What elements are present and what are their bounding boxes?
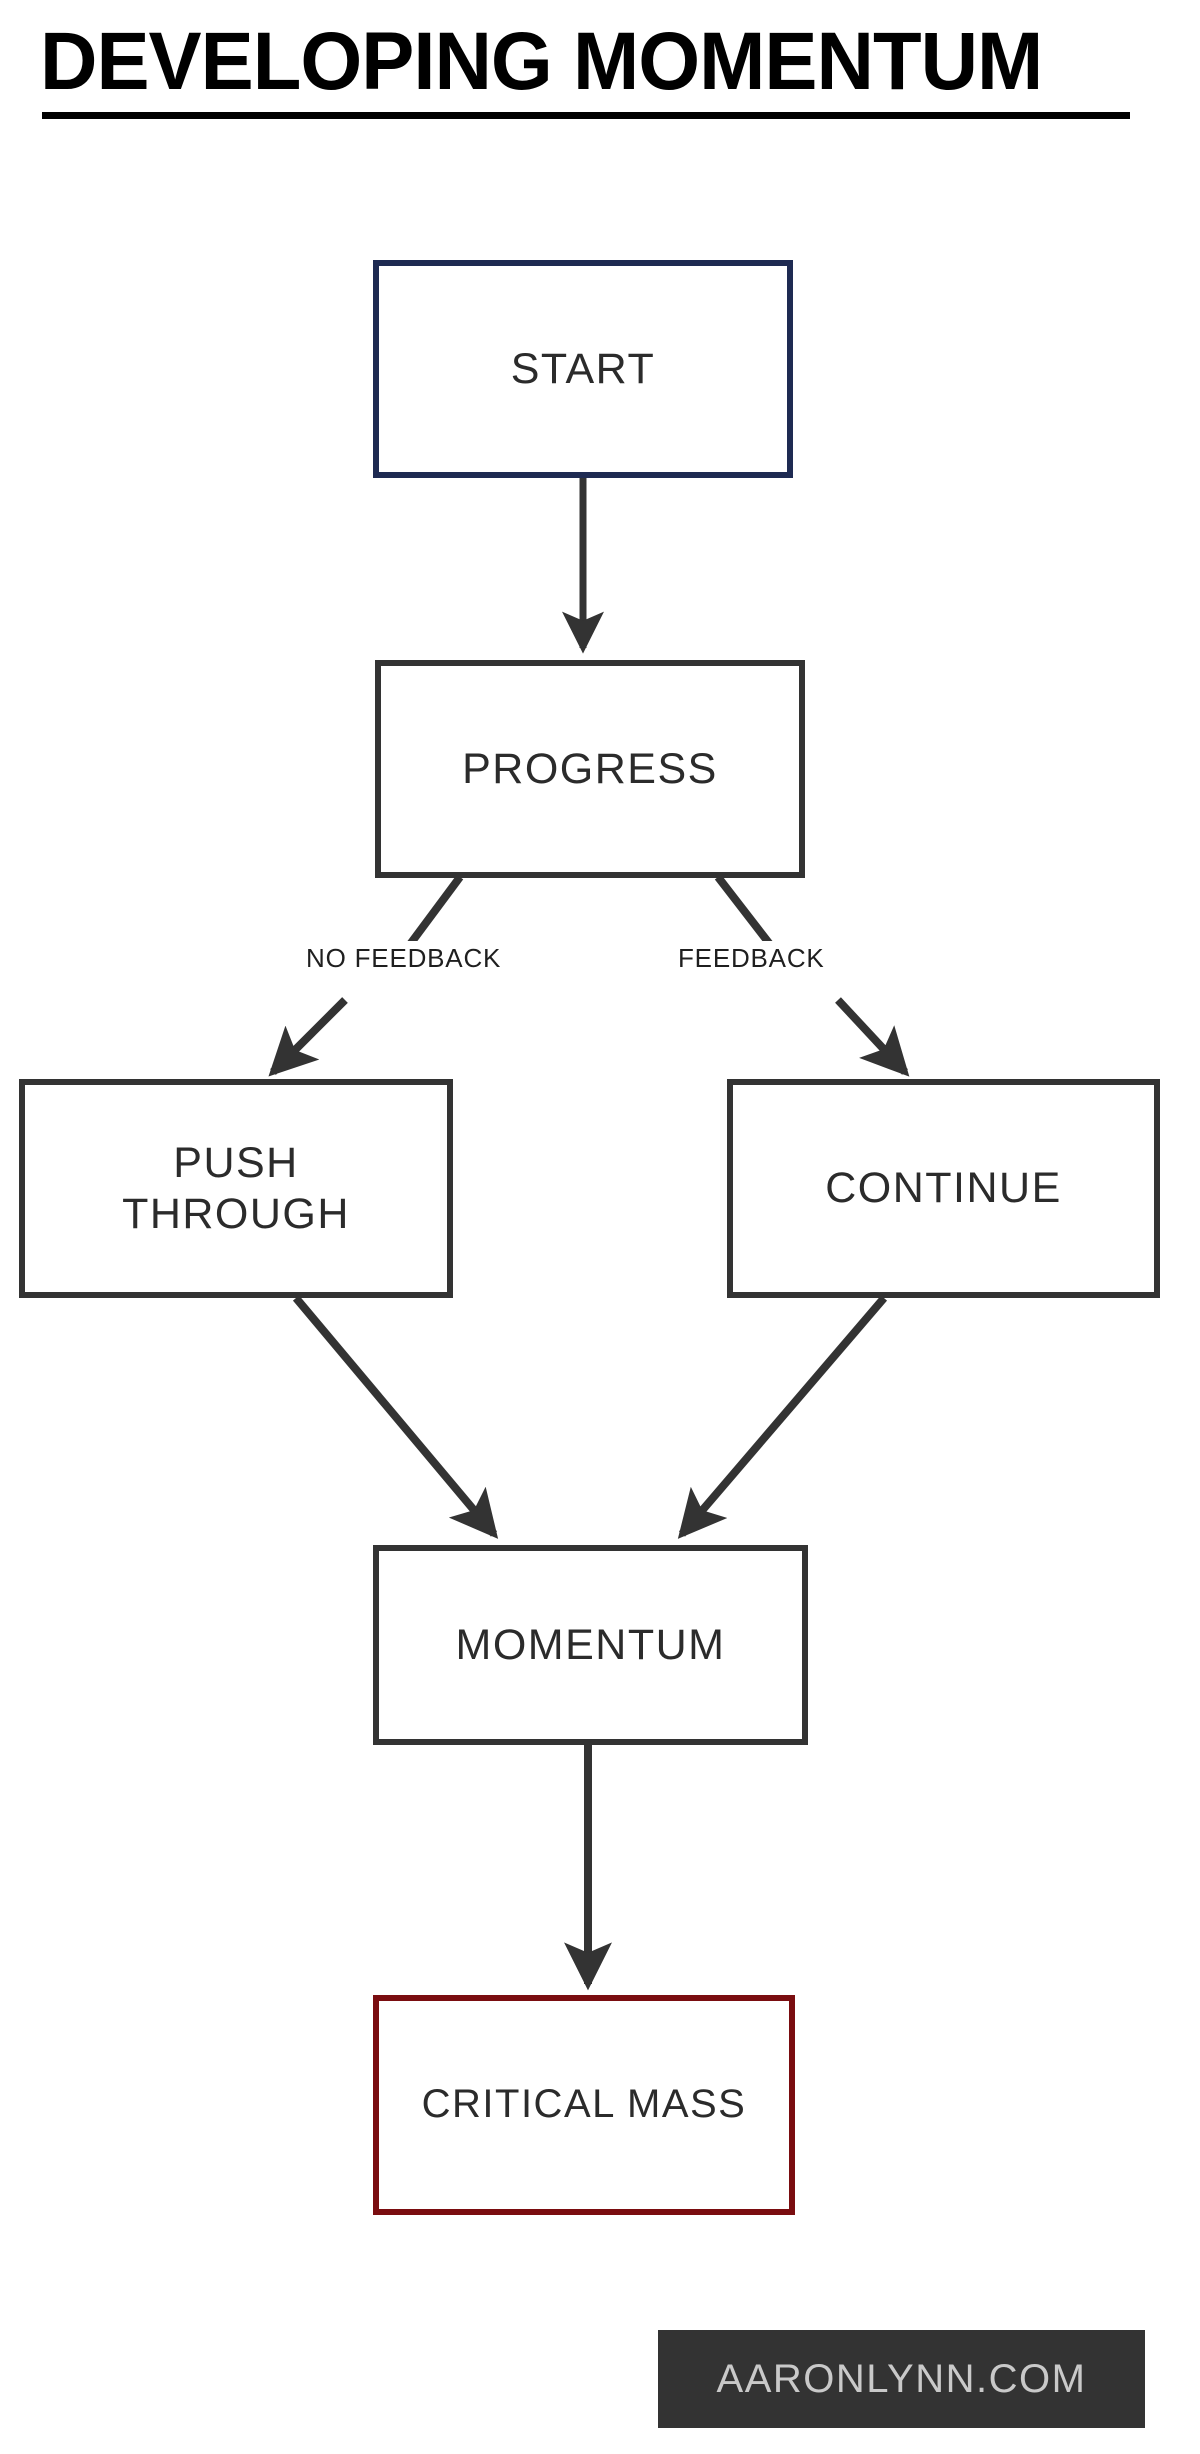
page-title-text: DEVELOPING MOMENTUM	[40, 16, 1043, 107]
node-progress-label: PROGRESS	[462, 744, 718, 793]
node-start[interactable]: START	[373, 260, 793, 478]
edge-label-feedback: FEEDBACK	[672, 941, 831, 976]
title-underline-rule	[42, 112, 1130, 119]
page-title: DEVELOPING MOMENTUM	[40, 18, 1140, 128]
watermark-badge: AARONLYNN.COM	[658, 2330, 1145, 2428]
node-momentum[interactable]: MOMENTUM	[373, 1545, 808, 1745]
node-progress[interactable]: PROGRESS	[375, 660, 805, 878]
node-momentum-label: MOMENTUM	[455, 1620, 726, 1669]
node-start-label: START	[510, 344, 656, 393]
edge-label-no-feedback: NO FEEDBACK	[300, 941, 508, 976]
node-push-through-label: PUSH THROUGH	[122, 1138, 350, 1238]
node-push-through[interactable]: PUSH THROUGH	[19, 1079, 453, 1298]
node-continue[interactable]: CONTINUE	[727, 1079, 1160, 1298]
edge-push-to-momentum	[292, 1295, 499, 1539]
watermark-text: AARONLYNN.COM	[716, 2356, 1087, 2401]
node-critical-mass-label: CRITICAL MASS	[421, 2082, 747, 2127]
node-critical-mass[interactable]: CRITICAL MASS	[373, 1995, 795, 2215]
node-continue-label: CONTINUE	[825, 1164, 1062, 1213]
edge-continue-to-momentum	[677, 1295, 888, 1539]
